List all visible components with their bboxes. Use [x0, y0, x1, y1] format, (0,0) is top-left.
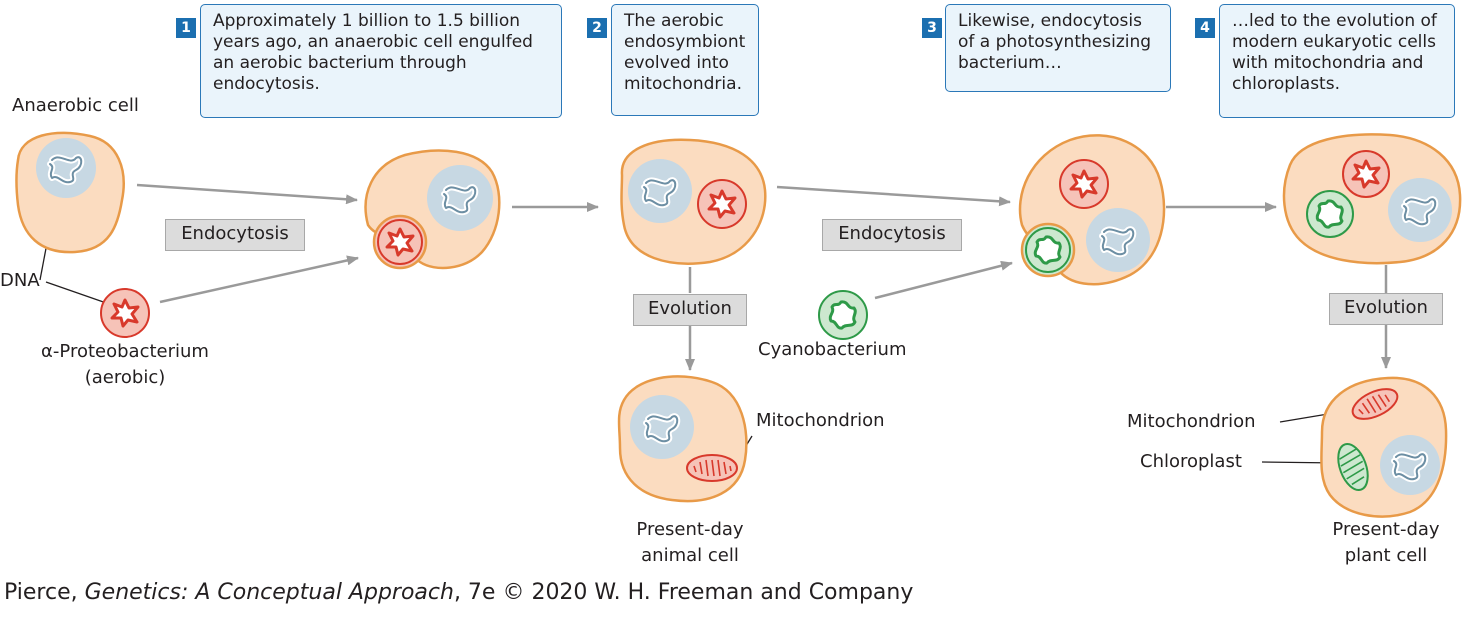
- eukaryotic-cell: [1282, 133, 1462, 265]
- step-2-number: 2: [587, 18, 607, 38]
- endocytosis-tag-1: Endocytosis: [165, 219, 305, 251]
- endosymbiont-cell: [620, 138, 767, 265]
- proteobacterium-label-line1: α-Proteobacterium: [41, 341, 209, 362]
- leader-dna-bacterium: [45, 281, 113, 306]
- nucleus: [1086, 208, 1150, 272]
- proteobacterium-label-line2: (aerobic): [84, 367, 166, 388]
- nucleus: [1388, 178, 1452, 242]
- mitochondrion-icon: [686, 454, 738, 482]
- plant-cell-label-line2: plant cell: [1344, 545, 1428, 566]
- nucleus: [36, 138, 96, 198]
- credit-title: Genetics: A Conceptual Approach: [84, 580, 454, 605]
- evolution-tag-2: Evolution: [1329, 293, 1443, 325]
- step-3-box: Likewise, endocytosis of a photosynthesi…: [945, 4, 1171, 92]
- step-2-box: The aerobic endosymbiont evolved into mi…: [611, 4, 759, 116]
- chloroplast-label: Chloroplast: [1140, 451, 1242, 472]
- credit-suffix: , 7e © 2020 W. H. Freeman and Company: [453, 580, 914, 605]
- arrow-cyano-to-endocytosis: [874, 260, 1013, 300]
- nucleus: [1380, 435, 1440, 495]
- animal-cell: [617, 375, 748, 503]
- credit-prefix: Pierce,: [4, 580, 85, 605]
- mitochondrion-icon: [1351, 388, 1399, 420]
- anaerobic-cell-label: Anaerobic cell: [12, 95, 139, 116]
- engulfing-cell-2: [1018, 134, 1166, 286]
- nucleus: [628, 159, 692, 223]
- anaerobic-cell: [15, 131, 125, 254]
- cyanobacterium-label: Cyanobacterium: [758, 339, 907, 360]
- arrow-cell-to-endocytosis: [136, 183, 358, 205]
- endocytosis-tag-2: Endocytosis: [822, 219, 962, 251]
- nucleus: [630, 395, 694, 459]
- step-3-number: 3: [922, 18, 942, 38]
- step-4-box: …led to the evolution of modern eukaryot…: [1219, 4, 1455, 118]
- step-4-number: 4: [1195, 18, 1215, 38]
- chloroplast-icon: [1337, 443, 1369, 491]
- animal-cell-label-line2: animal cell: [641, 545, 739, 566]
- dna-label: DNA: [0, 270, 40, 291]
- plant-cell: [1320, 376, 1448, 518]
- mitochondrion-animal-label: Mitochondrion: [756, 410, 885, 431]
- arrow-to-step3: [776, 185, 1011, 207]
- arrows: [136, 183, 1391, 371]
- step-1-number: 1: [176, 18, 196, 38]
- mitochondrion-plant-label: Mitochondrion: [1127, 411, 1256, 432]
- engulfing-cell: [364, 149, 501, 270]
- step-1-box: Approximately 1 billion to 1.5 billion y…: [200, 4, 562, 118]
- nucleus: [427, 165, 493, 231]
- cyanobacterium: [818, 290, 868, 340]
- arrow-bacterium-to-endocytosis: [159, 255, 359, 304]
- plant-cell-label-line1: Present-day: [1332, 519, 1440, 540]
- proteobacterium: [100, 288, 150, 338]
- animal-cell-label-line1: Present-day: [636, 519, 744, 540]
- evolution-tag-1: Evolution: [633, 294, 747, 326]
- credit-line: Pierce, Genetics: A Conceptual Approach,…: [4, 580, 913, 605]
